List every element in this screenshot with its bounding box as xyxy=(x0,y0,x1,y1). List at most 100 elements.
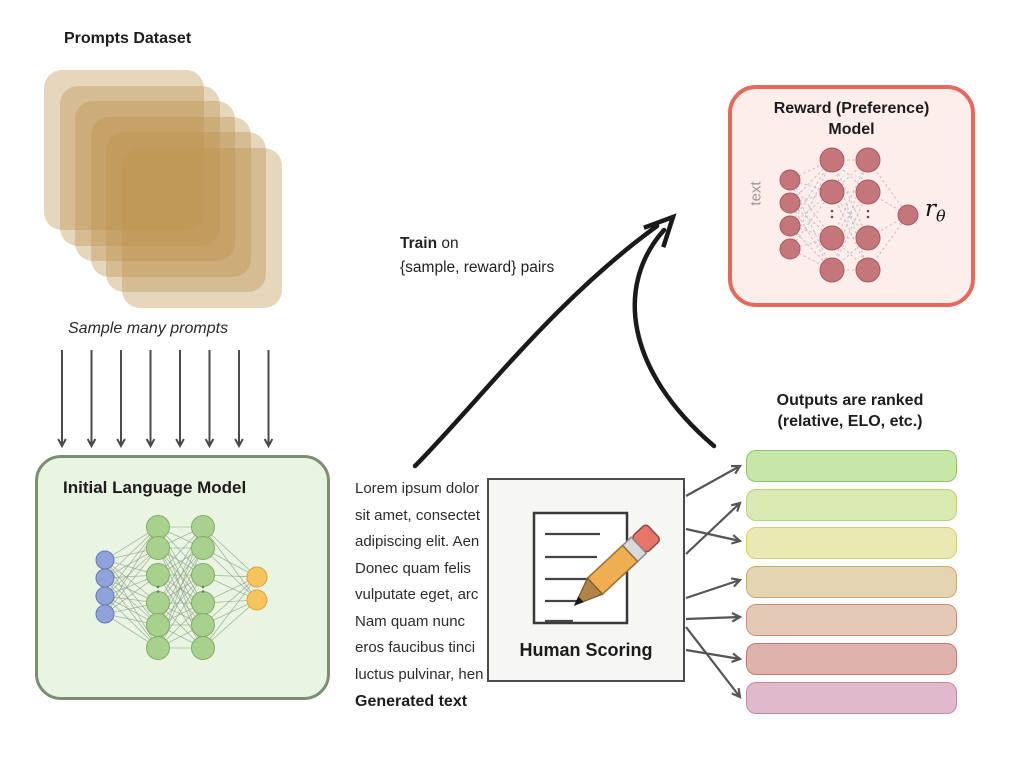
nn-connection xyxy=(831,159,869,271)
nn-node xyxy=(855,257,881,283)
nn-node xyxy=(191,536,215,560)
nn-ellipsis-dot xyxy=(830,209,834,213)
ranked-output-bar xyxy=(746,450,957,482)
nn-ellipsis-dot xyxy=(866,209,870,213)
train-annotation: Train on {sample, reward} pairs xyxy=(400,232,554,280)
arrow-shaft xyxy=(685,527,741,543)
reward-model-title-line2: Model xyxy=(828,121,875,138)
nn-connection xyxy=(104,526,159,579)
nn-connection xyxy=(202,547,258,601)
nn-connection xyxy=(157,574,204,649)
nn-connection xyxy=(104,526,159,597)
generated-text-caption: Generated text xyxy=(355,693,468,710)
initial-lm-neural-network-icon xyxy=(95,515,268,660)
arrowhead-icon xyxy=(730,464,743,475)
arrowhead-icon xyxy=(57,438,67,449)
generated-text-line: vulputate eget, arc xyxy=(355,586,479,603)
arrowhead-icon xyxy=(86,438,97,449)
nn-connection xyxy=(831,191,869,271)
pencil-graphite xyxy=(573,596,584,606)
human-scoring-label: Human Scoring xyxy=(519,640,653,660)
nn-ellipsis-dot xyxy=(156,590,160,593)
arrowhead-icon xyxy=(730,577,743,588)
nn-connection xyxy=(202,526,258,578)
arrow-shaft xyxy=(685,615,741,621)
arrowhead-icon xyxy=(731,611,743,623)
nn-node xyxy=(819,257,845,283)
outputs-ranked-title: Outputs are ranked (relative, ELO, etc.) xyxy=(740,390,960,432)
generated-text-line: luctus pulvinar, hen xyxy=(355,665,484,683)
arrowhead-icon xyxy=(234,438,244,449)
nn-node xyxy=(819,179,845,205)
curved-arrow-from-samples xyxy=(412,223,660,469)
generated-text-line: sit amet, consectet xyxy=(355,506,481,524)
document-text-lines xyxy=(545,532,600,623)
nn-node xyxy=(779,169,801,191)
reward-model-title-line1: Reward (Preference) xyxy=(773,100,930,117)
nn-connection xyxy=(789,191,833,250)
nn-node xyxy=(779,238,801,260)
nn-node xyxy=(146,536,170,560)
nn-node xyxy=(246,566,268,588)
arrow-shaft xyxy=(685,578,741,600)
generated-text-sample: Lorem ipsum dolor sit amet, consectet adip… xyxy=(355,476,489,688)
arrowhead-icon xyxy=(643,213,677,248)
arrowhead-icon xyxy=(263,438,274,449)
prompt-card xyxy=(59,85,220,246)
nn-node xyxy=(779,192,801,214)
generated-text-line: Nam quam nunc xyxy=(355,612,466,630)
nn-ellipsis-dot xyxy=(830,215,834,219)
nn-connection xyxy=(104,559,159,626)
outputs-ranked-title-line1: Outputs are ranked xyxy=(776,392,924,409)
arrowhead-icon xyxy=(145,438,156,449)
nn-connection xyxy=(104,577,159,649)
train-annotation-rest: on xyxy=(437,235,459,252)
nn-connection xyxy=(104,547,159,615)
prompt-card xyxy=(106,132,266,292)
train-annotation-line2: {sample, reward} pairs xyxy=(400,259,555,276)
reward-model-neural-network-icon xyxy=(779,147,919,283)
sample-many-prompts-label: Sample many prompts xyxy=(68,320,229,337)
ranked-output-bar xyxy=(746,527,957,560)
nn-node xyxy=(819,225,845,251)
nn-node xyxy=(897,204,919,226)
arrow-shaft xyxy=(685,465,741,497)
arrowhead-icon xyxy=(204,438,215,449)
arrowhead-icon xyxy=(731,652,743,663)
nn-connection xyxy=(789,202,833,271)
initial-language-model-title: Initial Language Model xyxy=(63,478,247,497)
nn-connection xyxy=(202,599,258,649)
nn-connection xyxy=(789,159,833,227)
nn-connection xyxy=(789,179,833,271)
reward-symbol: r xyxy=(925,196,936,222)
generated-text-line: Lorem ipsum dolor xyxy=(355,480,480,497)
reward-model-title: Reward (Preference) Model xyxy=(728,98,975,140)
generated-text-line: Donec quam felis xyxy=(355,559,471,577)
ranked-output-bar xyxy=(746,643,957,675)
nn-connection xyxy=(104,595,159,649)
nn-ellipsis-dot xyxy=(201,585,205,589)
nn-ellipsis-dot xyxy=(201,590,205,593)
prompt-card xyxy=(44,70,204,230)
nn-node xyxy=(191,636,215,660)
nn-node xyxy=(819,147,845,173)
nn-node xyxy=(779,215,801,237)
curved-arrow-from-rankings xyxy=(632,227,717,449)
generated-text-line: eros faucibus tinci xyxy=(355,639,476,656)
arrowhead-icon xyxy=(731,501,742,512)
nn-node xyxy=(855,147,881,173)
nn-node xyxy=(95,604,115,624)
train-annotation-bold: Train xyxy=(400,235,438,252)
nn-connection xyxy=(202,526,258,601)
nn-connection xyxy=(202,576,258,626)
arrow-shaft xyxy=(685,648,741,661)
generated-text-line: adipiscing elit. Aen xyxy=(355,533,480,550)
arrowhead-icon xyxy=(116,438,126,449)
arrowhead-icon xyxy=(731,687,742,699)
nn-node xyxy=(855,179,881,205)
ranked-output-bar xyxy=(746,681,957,714)
nn-node xyxy=(855,225,881,251)
nn-connection xyxy=(202,576,258,649)
